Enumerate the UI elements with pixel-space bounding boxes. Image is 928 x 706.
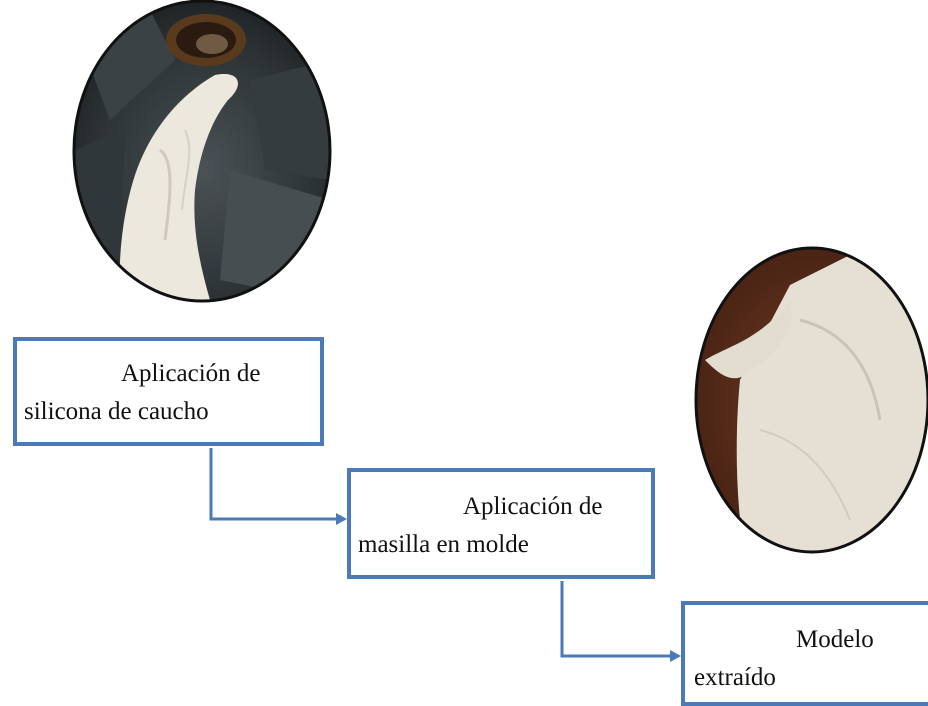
step-label-line1: Aplicación de [463, 493, 603, 520]
arrowhead-icon [670, 650, 681, 662]
step-box-model: Modelo extraído [681, 601, 928, 706]
arrowhead-icon [336, 513, 347, 525]
step-label-line2: silicona de caucho [24, 398, 209, 425]
step-label-line1: Aplicación de [121, 360, 261, 387]
step-box-silicone: Aplicación de silicona de caucho [13, 337, 324, 446]
connector-step1-to-step2 [209, 448, 347, 525]
step-box-putty: Aplicación de masilla en molde [347, 468, 655, 579]
connector-step2-to-step3 [560, 581, 681, 662]
step-label-line1: Modelo [796, 626, 874, 653]
step-label-line2: masilla en molde [358, 531, 529, 558]
step-label-line2: extraído [694, 664, 776, 691]
